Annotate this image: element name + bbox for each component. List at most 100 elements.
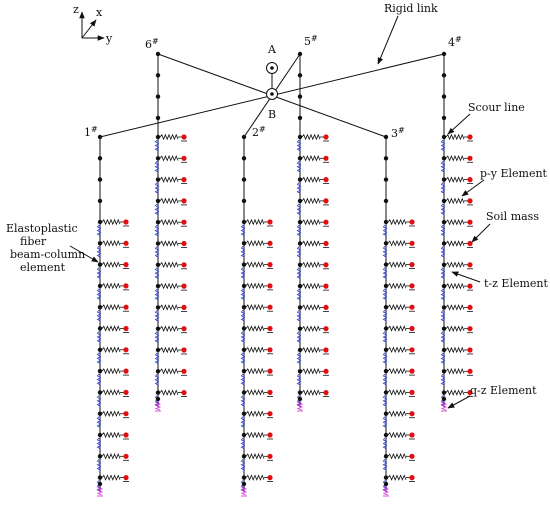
pile-label-2: 2# bbox=[252, 125, 266, 139]
tz-spring bbox=[154, 310, 160, 322]
soil-mass-node bbox=[123, 347, 129, 353]
pile-tip-node bbox=[441, 396, 447, 402]
tz-spring bbox=[154, 331, 160, 344]
pile-node bbox=[441, 241, 447, 246]
pile-node bbox=[441, 73, 447, 78]
pile-node bbox=[97, 432, 103, 438]
pile-label-4: 4# bbox=[448, 35, 462, 49]
pile-node bbox=[441, 51, 447, 57]
pile-node bbox=[297, 220, 303, 225]
pile-node bbox=[241, 198, 247, 204]
tz-spring bbox=[96, 246, 102, 258]
py-spring bbox=[101, 410, 121, 417]
py-spring bbox=[445, 368, 465, 375]
scour-line-label: Scour line bbox=[468, 101, 525, 114]
pile-node bbox=[297, 262, 303, 267]
py-spring bbox=[101, 261, 121, 268]
py-spring bbox=[387, 410, 407, 417]
pile-node bbox=[383, 347, 389, 352]
tz-spring bbox=[440, 352, 446, 365]
soil-mass-node bbox=[181, 283, 187, 289]
soil-mass-node bbox=[409, 368, 415, 374]
soil-mass-node bbox=[267, 432, 273, 438]
tz-spring bbox=[240, 309, 246, 322]
qz-element-label: q-z Element bbox=[470, 384, 537, 397]
py-spring bbox=[245, 282, 265, 290]
pile-node bbox=[155, 305, 161, 310]
soil-mass-node bbox=[267, 219, 273, 225]
tz-spring bbox=[296, 374, 302, 386]
pile-node bbox=[241, 432, 247, 438]
soil-mass-node bbox=[323, 304, 329, 310]
pile-node bbox=[155, 198, 161, 204]
tz-spring bbox=[154, 395, 160, 407]
soil-mass-node bbox=[409, 325, 415, 332]
soil-mass-node bbox=[181, 177, 187, 183]
py-spring bbox=[101, 346, 121, 354]
x-axis-label: x bbox=[96, 6, 103, 19]
soil-mass-node bbox=[323, 177, 329, 183]
pile-node bbox=[383, 177, 389, 182]
soil-mass-node bbox=[409, 283, 415, 289]
pile-node bbox=[383, 262, 389, 267]
qz-spring bbox=[240, 485, 248, 496]
py-spring bbox=[245, 325, 265, 332]
pile-node bbox=[155, 51, 161, 57]
py-spring bbox=[387, 240, 407, 247]
py-spring bbox=[159, 218, 179, 226]
annotation-arrows bbox=[69, 15, 491, 409]
soil-mass-node bbox=[123, 475, 129, 481]
soil-mass-node bbox=[267, 389, 273, 395]
point-a-label: A bbox=[267, 43, 277, 56]
soil-mass-node bbox=[323, 368, 329, 374]
rigid-link-label: Rigid link bbox=[384, 2, 438, 15]
tz-spring bbox=[382, 267, 388, 279]
pile-node bbox=[155, 283, 161, 289]
pile-node bbox=[383, 475, 389, 480]
tz-spring bbox=[440, 224, 446, 237]
py-spring bbox=[387, 282, 407, 290]
py-spring bbox=[301, 282, 321, 290]
pile-node bbox=[441, 115, 447, 121]
py-spring bbox=[445, 240, 465, 247]
py-spring bbox=[445, 176, 465, 183]
fiber-element-label: Elastoplastic fiber beam-column element bbox=[6, 222, 89, 274]
tz-spring bbox=[96, 437, 102, 450]
pile-node bbox=[441, 347, 447, 353]
point-b-label: B bbox=[268, 108, 276, 121]
pile-node bbox=[383, 134, 389, 140]
py-spring bbox=[101, 367, 121, 375]
py-spring bbox=[301, 389, 321, 396]
pile-node bbox=[297, 390, 303, 395]
pile-node bbox=[155, 115, 161, 121]
py-spring bbox=[387, 218, 407, 226]
pile-node bbox=[97, 241, 103, 246]
pile-node bbox=[441, 134, 447, 140]
py-spring bbox=[301, 325, 321, 332]
pile-6 bbox=[154, 51, 187, 412]
tz-spring bbox=[296, 267, 302, 280]
pile-node bbox=[241, 262, 247, 267]
pile-node bbox=[241, 134, 247, 140]
soil-mass-node bbox=[267, 347, 273, 353]
py-spring bbox=[445, 261, 465, 269]
x-axis-arrow bbox=[81, 19, 97, 39]
pile-node bbox=[97, 475, 103, 480]
soil-mass-node bbox=[323, 262, 329, 268]
py-spring bbox=[101, 240, 121, 247]
tz-spring bbox=[382, 459, 388, 471]
py-spring bbox=[245, 218, 265, 226]
py-spring bbox=[245, 453, 265, 460]
rigid-link-pointer bbox=[377, 15, 399, 65]
soil-mass-node bbox=[323, 240, 329, 247]
py-spring bbox=[159, 155, 179, 162]
py-spring bbox=[445, 282, 465, 290]
pile-node bbox=[441, 198, 447, 204]
pile-node bbox=[97, 326, 103, 331]
pile-node bbox=[155, 347, 161, 353]
soil-mass-node bbox=[467, 368, 473, 374]
pile-node bbox=[297, 369, 303, 374]
soil-mass-node bbox=[409, 453, 415, 459]
pile-label-5: 5# bbox=[304, 34, 318, 48]
tz-spring bbox=[96, 267, 102, 279]
